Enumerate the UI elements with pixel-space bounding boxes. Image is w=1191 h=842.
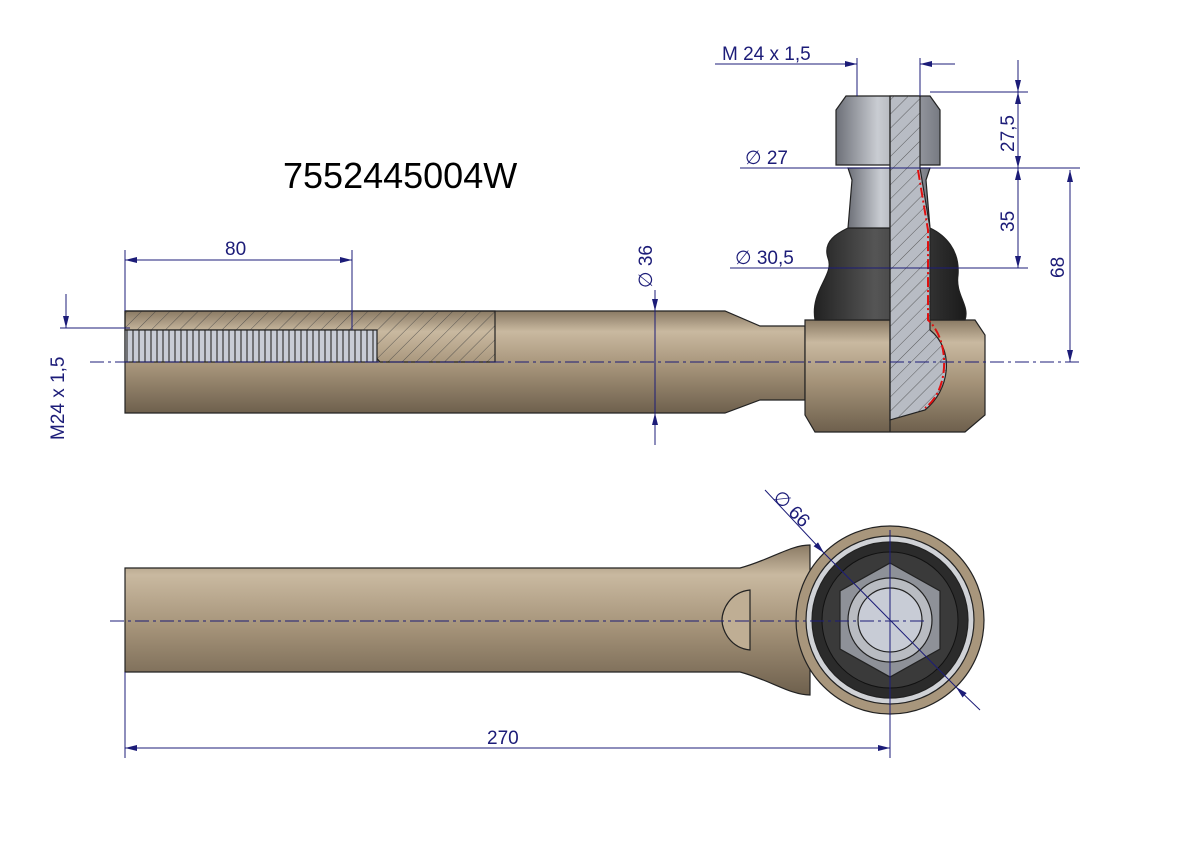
rod-top [124, 544, 811, 696]
dim-dia-36: ∅ 36 [636, 245, 657, 288]
dim-taper-length: 35 [998, 211, 1019, 232]
dim-dia-30-5: ∅ 30,5 [735, 248, 794, 269]
dimensions: M 24 x 1,5 27,5 ∅ 27 35 ∅ 30,5 68 ∅ 36 8… [48, 44, 1080, 758]
dim-dia-27: ∅ 27 [745, 148, 788, 169]
dim-dia-66: ∅ 66 [768, 487, 813, 532]
dim-overall-length: 270 [487, 728, 519, 749]
eye-neck [721, 589, 751, 651]
castle-nut [835, 95, 941, 166]
internal-thread [124, 329, 378, 363]
dim-rod-thread: M24 x 1,5 [48, 357, 69, 440]
dim-stud-thread: M 24 x 1,5 [722, 44, 811, 65]
top-view [124, 525, 985, 715]
section-line [917, 169, 946, 409]
dim-nut-height: 27,5 [998, 115, 1019, 152]
dim-stud-height: 68 [1048, 257, 1069, 278]
part-number-title: 7552445004W [283, 155, 517, 196]
dim-thread-length: 80 [225, 239, 246, 260]
side-view [124, 95, 986, 433]
